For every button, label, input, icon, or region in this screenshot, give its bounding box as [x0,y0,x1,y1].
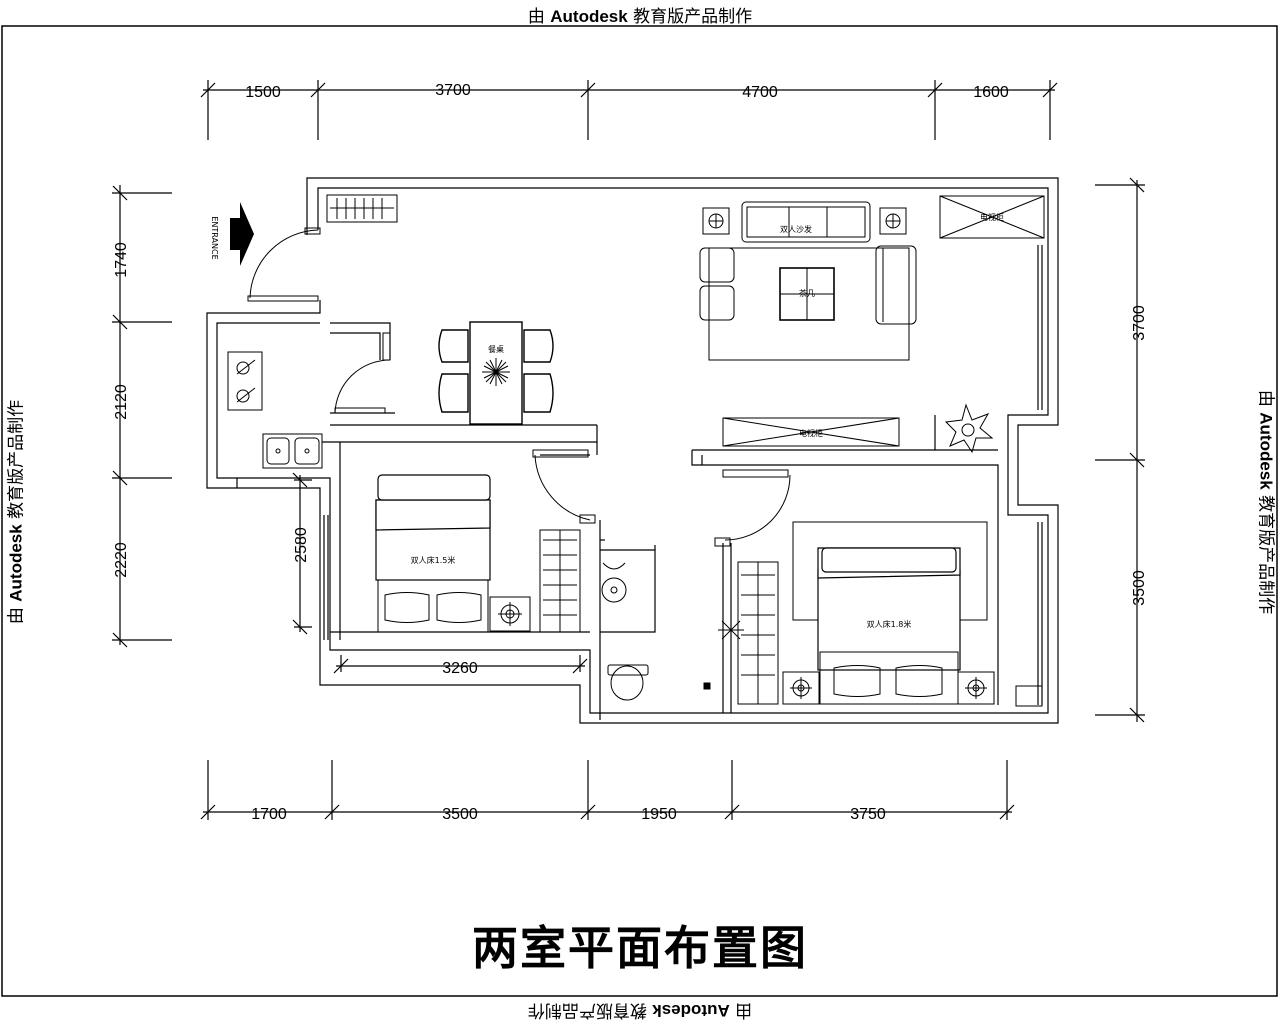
sofa [742,202,870,242]
dim-right-2: 3500 [1131,570,1148,606]
centerpiece-icon [482,358,510,386]
toilet-icon [608,665,648,700]
entrance-arrow-icon [230,202,254,266]
nightstand-lamp-icons [783,672,994,704]
dimension-right [1095,178,1145,722]
plant-icon [946,405,992,452]
dim-top-4: 1600 [973,84,1009,101]
bed-1-pillows [378,580,488,632]
dim-left-2: 2120 [113,384,130,420]
sink-icon [263,434,322,468]
drawing-border [2,26,1277,996]
dimension-bottom [201,760,1014,820]
wardrobe-2 [738,562,778,704]
dim-bottom-4: 3750 [850,806,886,823]
dim-top-3: 4700 [742,84,778,101]
cabinet-label: 电视柜 [799,428,823,438]
dim-inner-vertical: 2580 [293,527,310,563]
dining-table-label: 餐桌 [488,344,504,354]
stove-icon [228,352,262,410]
dim-top-1: 1500 [245,84,281,101]
sofa-label: 双人沙发 [780,224,812,234]
dim-left-1: 1740 [113,242,130,278]
tv-cabinet-label: 电视柜 [980,212,1004,222]
dim-right-1: 3700 [1131,305,1148,341]
dim-bottom-2: 3500 [442,806,478,823]
basin-icon [602,563,626,602]
nightstand-lamp-icon [490,597,530,631]
bed-2-label: 双人床1.8米 [867,619,912,629]
dimension-top [201,80,1057,140]
dim-bottom-1: 1700 [251,806,287,823]
wardrobe-1 [540,530,580,632]
plan-title: 两室平面布置图 [0,912,1280,978]
dim-left-3: 2220 [113,542,130,578]
dim-bottom-3: 1950 [641,806,677,823]
shoe-cabinet [327,195,397,222]
entrance-label: ENTRANCE [210,216,219,259]
dim-top-2: 3700 [435,82,471,99]
bed-1-label: 双人床1.5米 [411,555,456,565]
coffee-table-label: 茶几 [799,288,815,298]
dim-inner-horizontal: 3260 [442,660,478,677]
